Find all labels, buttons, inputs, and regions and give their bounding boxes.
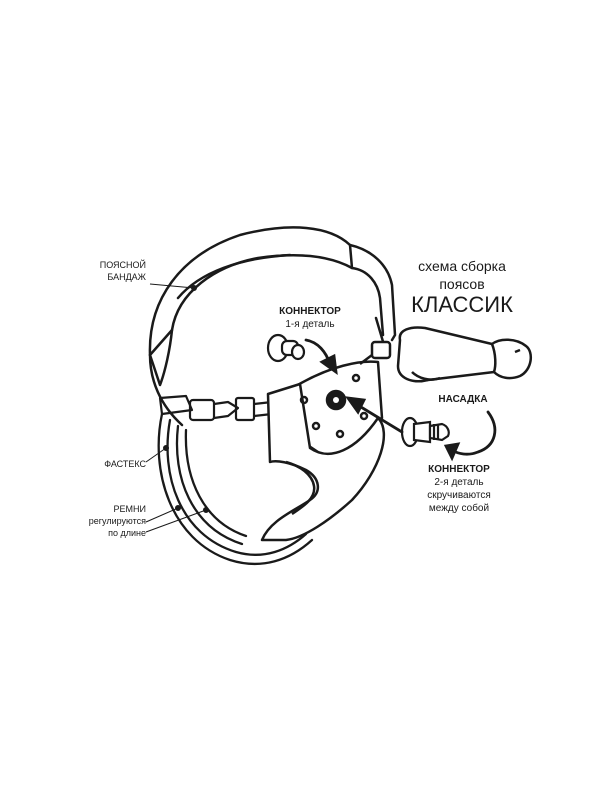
- title-line-3: КЛАССИК: [411, 292, 513, 317]
- diagram-title: схема сборка поясов КЛАССИК: [411, 258, 513, 317]
- arrow-nozzle: [450, 410, 497, 456]
- callout-labels: ПОЯСНОЙ БАНДАЖ КОННЕКТОР 1-я деталь НАСА…: [89, 259, 491, 538]
- label-nozzle: НАСАДКА: [438, 394, 487, 405]
- label-connector2-line-2: 2-я деталь: [434, 477, 483, 488]
- label-straps-line-2: регулируются: [89, 516, 146, 526]
- arrow-head-1: [319, 353, 338, 375]
- arrow-head-3: [443, 442, 461, 462]
- label-connector1-line-2: 1-я деталь: [285, 319, 334, 330]
- label-fastex: ФАСТЕКС: [104, 459, 146, 469]
- arrow-head-2: [345, 396, 367, 415]
- label-connector2-line-4: между собой: [429, 502, 489, 514]
- leader-lines: [145, 283, 209, 533]
- label-connector2-line-3: скручиваются: [427, 490, 491, 501]
- nozzle-attachment: [396, 326, 533, 383]
- title-line-1: схема сборка: [418, 258, 506, 274]
- waist-belt-illustration: [148, 226, 397, 427]
- arrows: [304, 338, 497, 462]
- arrow-connector-2: [354, 402, 404, 434]
- label-straps-line-1: РЕМНИ: [114, 504, 146, 514]
- front-plate: [260, 340, 392, 542]
- label-connector2-line-1: КОННЕКТОР: [428, 464, 490, 475]
- label-connector1-line-1: КОННЕКТОР: [279, 306, 341, 317]
- label-straps-line-3: по длине: [108, 528, 146, 538]
- title-line-2: поясов: [439, 276, 484, 292]
- label-belt-line-2: БАНДАЖ: [107, 272, 146, 282]
- label-belt-line-1: ПОЯСНОЙ: [100, 259, 146, 270]
- leg-straps: [157, 412, 314, 566]
- connector-part-1: [266, 333, 306, 363]
- connector-part-2: [400, 416, 450, 448]
